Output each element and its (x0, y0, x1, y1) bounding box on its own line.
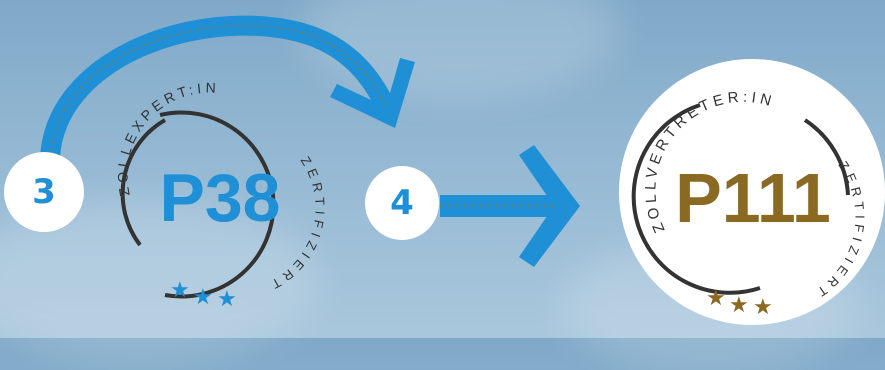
star-icon: ★ (193, 285, 213, 310)
badge-p38: ZOLLEXPERT:IN ZERTIFIZIERT P38 ★ ★ ★ (115, 79, 328, 312)
step-4-circle: 4 (365, 166, 439, 240)
curved-arrow (50, 26, 415, 158)
graphics-layer: ZOLLEXPERT:IN ZERTIFIZIERT P38 ★ ★ ★ ZOL… (0, 0, 885, 338)
step-3-number: 3 (32, 172, 56, 212)
star-icon: ★ (753, 295, 773, 320)
step-4-number: 4 (390, 183, 414, 223)
star-icon: ★ (706, 286, 726, 311)
star-icon: ★ (217, 287, 237, 312)
step-3-circle: 3 (4, 152, 84, 232)
p38-code: P38 (160, 160, 281, 236)
star-icon: ★ (170, 278, 190, 303)
straight-arrow (440, 145, 580, 267)
p111-code: P111 (675, 159, 831, 237)
star-icon: ★ (729, 293, 749, 318)
